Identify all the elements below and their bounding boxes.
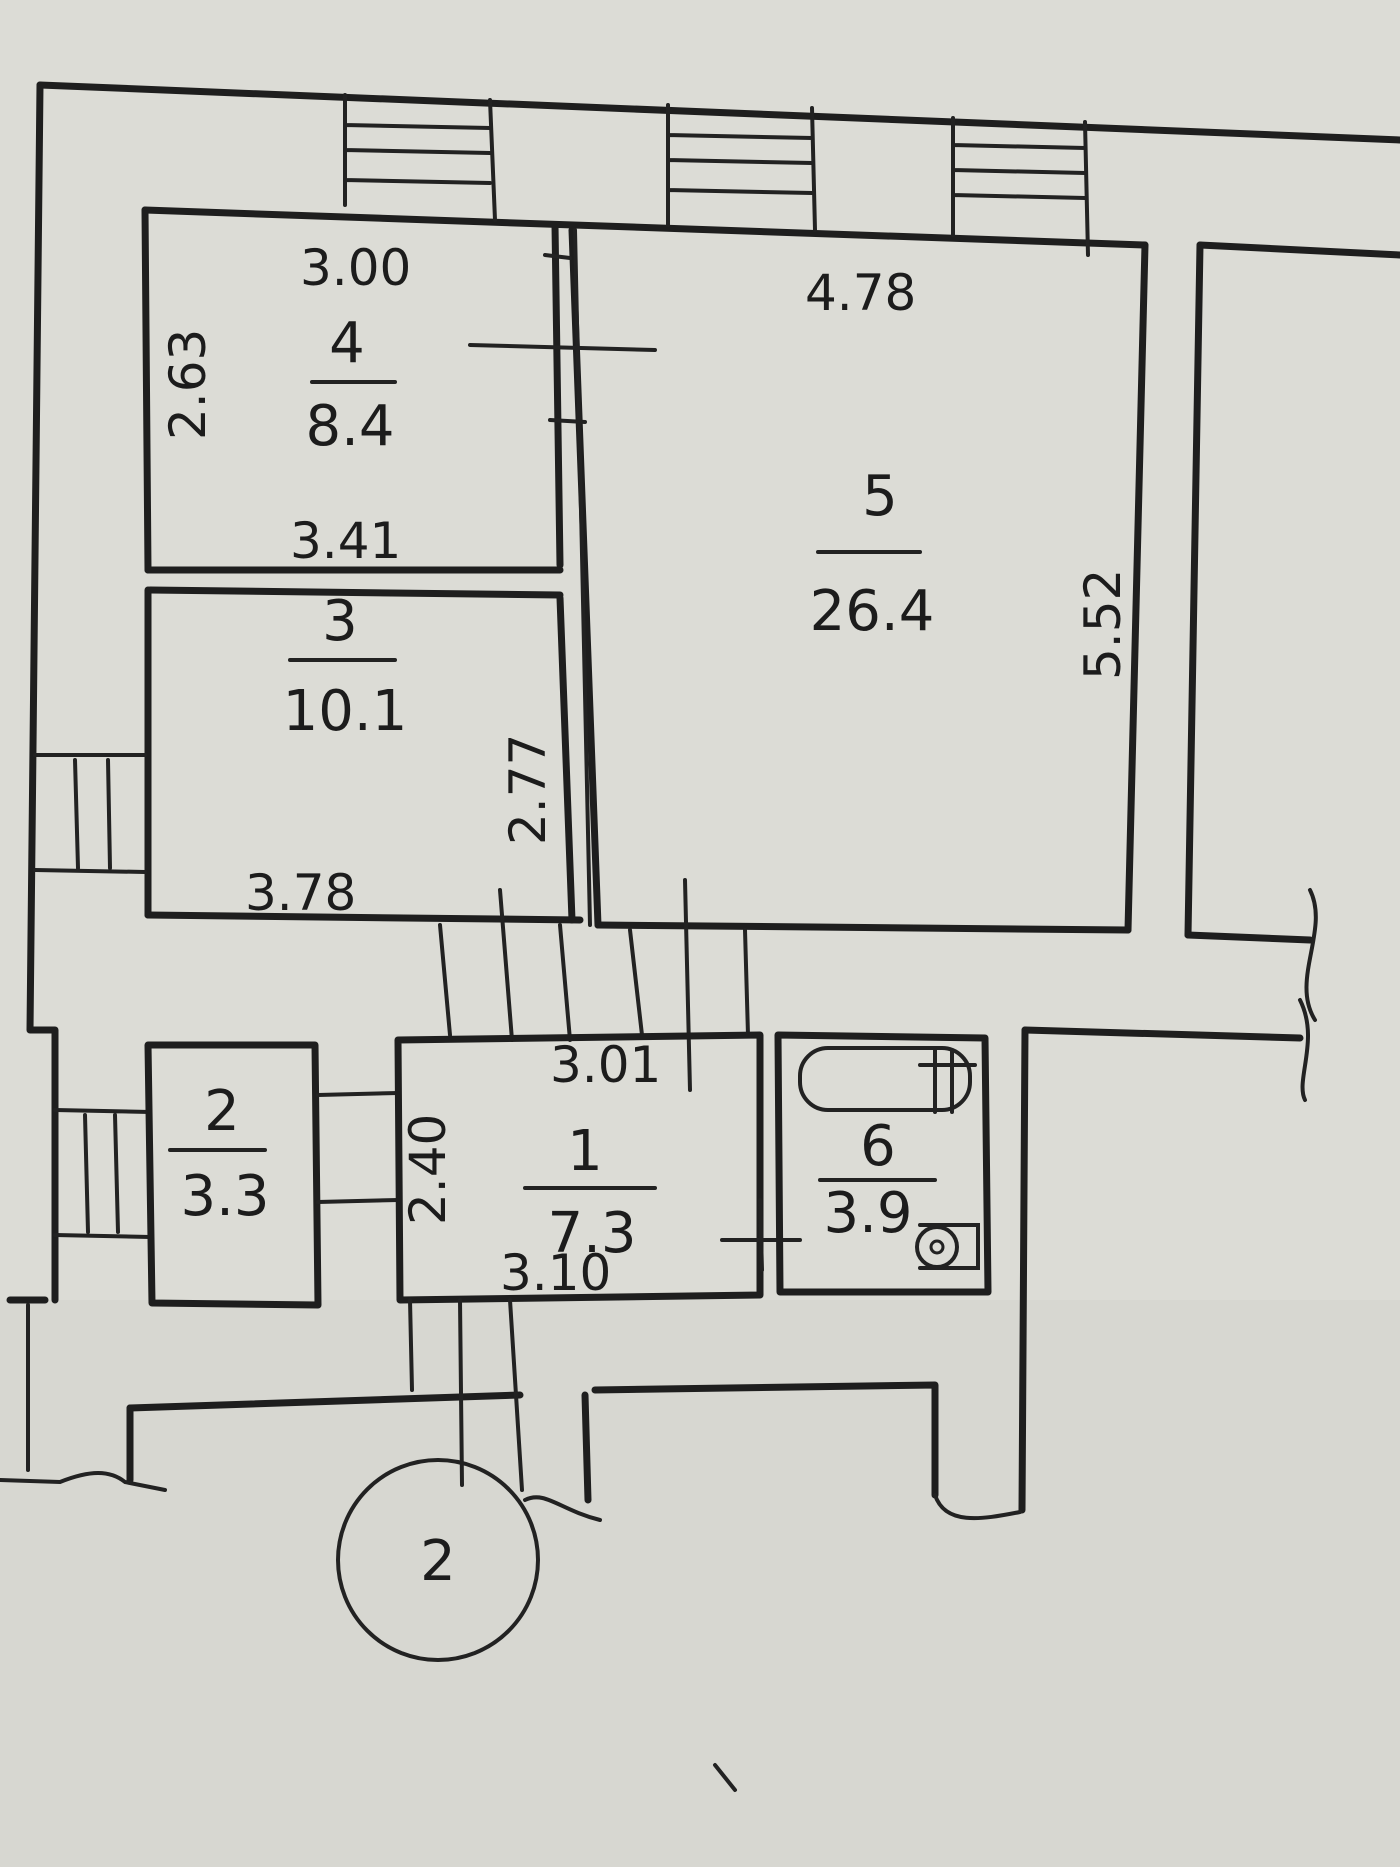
room-area: 8.4 <box>305 394 394 459</box>
room-number: 2 <box>204 1079 240 1144</box>
room-label-3: 3 10.1 <box>283 589 408 744</box>
room-number: 6 <box>860 1114 896 1179</box>
dim-r4-side: 2.63 <box>159 329 217 440</box>
room-6-walls <box>774 1031 992 1296</box>
room-label-5: 5 26.4 <box>810 464 935 644</box>
dim-r5-side: 5.52 <box>1074 569 1132 680</box>
internal-walls <box>468 221 1149 934</box>
dim-r5-top: 4.78 <box>805 264 916 322</box>
dim-r3-bottom: 3.78 <box>245 864 356 922</box>
stair-marker-circle <box>336 1458 540 1662</box>
room-number: 5 <box>862 464 898 529</box>
room-label-1: 1 7.3 <box>523 1119 657 1266</box>
room-area: 3.3 <box>180 1164 269 1229</box>
window-left-upper <box>33 753 147 874</box>
room-number: 1 <box>567 1119 603 1184</box>
room-number: 3 <box>322 589 358 654</box>
toilet-icon <box>915 1225 959 1269</box>
room-area: 10.1 <box>283 679 408 744</box>
window-top-3 <box>951 116 1090 257</box>
room-area: 26.4 <box>810 579 935 644</box>
pencil-mark <box>713 1763 737 1792</box>
window-top-1 <box>343 93 497 222</box>
room-number: 4 <box>329 311 365 376</box>
entrance-walls <box>0 1296 1022 1522</box>
room-label-2: 2 3.3 <box>168 1079 270 1229</box>
dim-r4-top: 3.00 <box>300 239 411 297</box>
window-left-lower <box>53 1108 152 1239</box>
corridor-doors <box>438 878 750 1092</box>
outer-walls <box>26 81 1400 1304</box>
room-label-4: 4 8.4 <box>305 311 397 459</box>
room-2-walls <box>144 1041 400 1309</box>
stair-marker-label: 2 <box>420 1529 456 1594</box>
room-1-walls <box>394 1031 802 1304</box>
room-area: 3.9 <box>823 1181 912 1246</box>
window-top-2 <box>666 103 817 232</box>
room-label-6: 6 3.9 <box>818 1114 937 1246</box>
neighbor-block <box>1018 241 1400 1514</box>
room-area: 7.3 <box>547 1201 636 1266</box>
dim-r3-side: 2.77 <box>499 734 557 845</box>
bathtub-icon <box>798 1046 972 1112</box>
paper-shadow <box>0 1300 1400 1867</box>
dim-r1-side: 2.40 <box>399 1114 457 1225</box>
dim-r4-bottom: 3.41 <box>290 512 401 570</box>
dim-r1-bottom: 3.10 <box>500 1244 611 1302</box>
dim-r1-top: 3.01 <box>550 1036 661 1094</box>
